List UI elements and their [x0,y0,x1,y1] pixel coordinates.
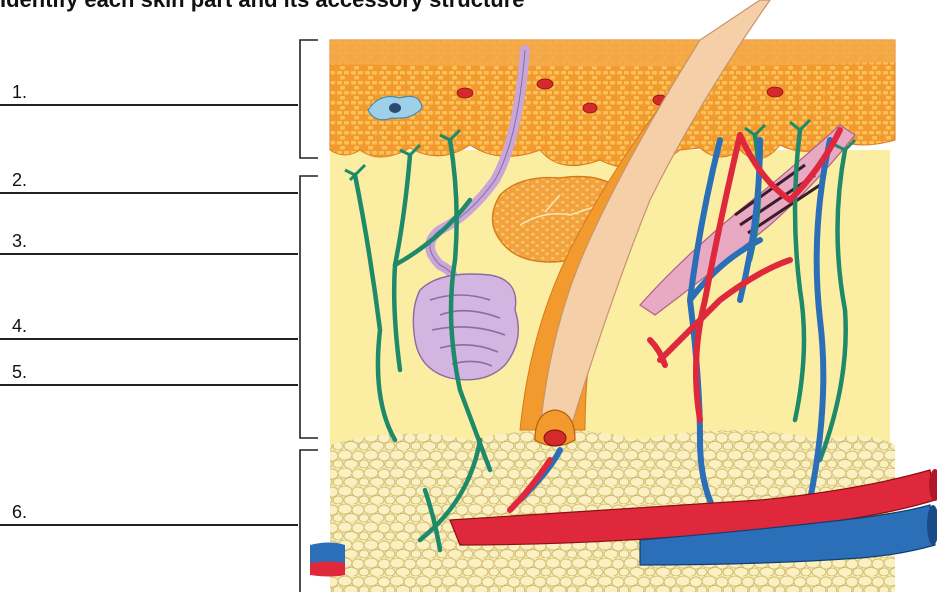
bracket-dermis [300,176,318,438]
small-vessels-left [310,543,345,577]
sweat-gland-coil [413,274,518,380]
bracket-epidermis [300,40,318,158]
stratum-corneum [330,40,895,67]
